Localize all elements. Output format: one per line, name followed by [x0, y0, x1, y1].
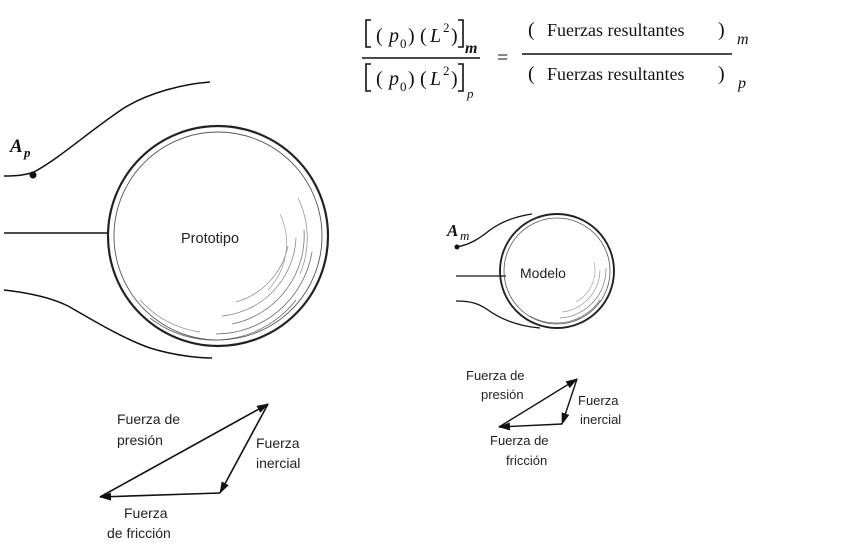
subscript-p: p — [737, 75, 746, 92]
streamline-bottom — [3, 289, 213, 359]
equals-sign: = — [497, 47, 508, 69]
prototype-sphere — [106, 124, 330, 348]
forces-text-top: Fuerzas resultantes — [547, 20, 684, 40]
L-exponent: 2 — [443, 20, 450, 35]
rparen: ) — [451, 68, 458, 90]
streamline-top — [3, 81, 211, 177]
subscript-p: p — [466, 86, 474, 101]
subscript-m: m — [465, 40, 477, 57]
model-inertial-force-arrow — [561, 378, 578, 425]
prototype-inertial-label-1: Fuerza — [256, 435, 300, 451]
rparen: ) — [408, 25, 415, 47]
p-symbol: p — [387, 68, 399, 90]
L-symbol: L — [429, 25, 441, 47]
rparen: ) — [451, 25, 458, 47]
model-friction-label-2: fricción — [506, 453, 547, 468]
prototype-friction-label-1: Fuerza — [124, 505, 168, 521]
model-pressure-label-2: presión — [481, 387, 524, 402]
rparen: ) — [718, 19, 725, 41]
p-subscript: 0 — [400, 79, 407, 94]
prototype-label: Prototipo — [181, 231, 239, 247]
L-exponent: 2 — [443, 63, 450, 78]
svg-text:A: A — [446, 221, 458, 240]
L-symbol: L — [429, 68, 441, 90]
bracket-left-bottom-open — [365, 63, 371, 92]
svg-text:m: m — [460, 228, 469, 243]
model-friction-force-arrow — [498, 422, 563, 431]
prototype-inertial-label-2: inercial — [256, 455, 300, 471]
bracket-left-top-open — [365, 19, 371, 48]
subscript-m: m — [737, 31, 749, 48]
point-A-p-label: A p — [9, 136, 31, 160]
svg-text:p: p — [23, 145, 31, 160]
rparen: ) — [408, 68, 415, 90]
rparen: ) — [718, 63, 725, 85]
prototype-pressure-label-2: presión — [117, 432, 163, 448]
prototype-friction-label-2: de fricción — [107, 525, 171, 541]
point-A-m-label: A m — [446, 221, 469, 243]
bracket-left-bottom-close — [458, 63, 464, 92]
prototype-flow — [3, 81, 213, 359]
lparen: ( — [528, 19, 535, 41]
inertial-force-arrow — [219, 403, 269, 494]
model-pressure-force-arrow — [498, 378, 578, 428]
model-inertial-label-2: inercial — [580, 412, 621, 427]
bracket-left-top-close — [458, 19, 464, 48]
model-label: Modelo — [520, 265, 566, 281]
point-A-m-dot — [454, 244, 460, 250]
lparen: ( — [420, 25, 427, 47]
lparen: ( — [420, 68, 427, 90]
model-friction-label-1: Fuerza de — [490, 433, 549, 448]
model-streamline-top — [455, 213, 533, 248]
prototype-pressure-label-1: Fuerza de — [117, 411, 180, 427]
friction-force-arrow — [99, 492, 221, 501]
p-symbol: p — [387, 25, 399, 47]
model-force-triangle — [498, 378, 578, 431]
model-inertial-label-1: Fuerza — [578, 393, 619, 408]
forces-text-bottom: Fuerzas resultantes — [547, 64, 684, 84]
lparen: ( — [528, 63, 535, 85]
pressure-force-arrow — [99, 403, 269, 498]
model-pressure-label-1: Fuerza de — [466, 368, 525, 383]
model-flow — [454, 213, 541, 329]
model-sphere — [499, 213, 615, 329]
svg-text:A: A — [9, 136, 23, 157]
force-ratio-equation: ( p 0 ) ( L 2 ) m ( p 0 ) ( L 2 ) p = ( … — [362, 19, 749, 101]
lparen: ( — [376, 25, 383, 47]
lparen: ( — [376, 68, 383, 90]
p-subscript: 0 — [400, 36, 407, 51]
model-streamline-bottom — [455, 300, 541, 329]
prototype-force-triangle — [99, 403, 269, 501]
point-A-p-dot — [29, 171, 37, 179]
